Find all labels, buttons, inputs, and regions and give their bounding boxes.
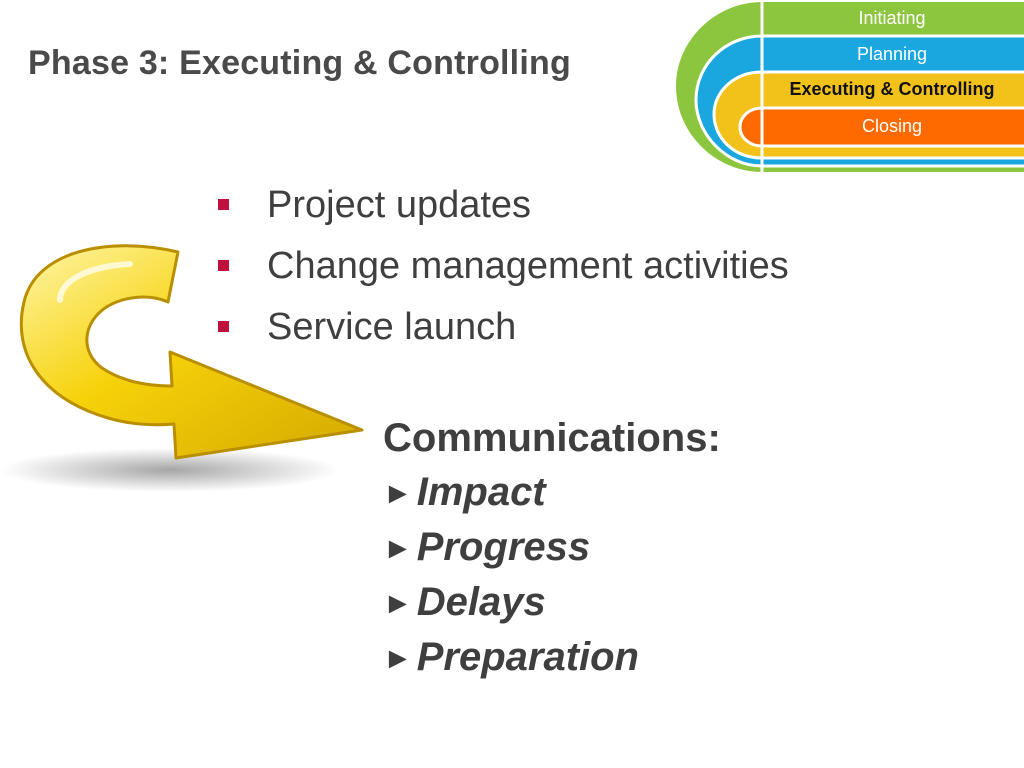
phase-diagram-graphic	[676, 2, 1024, 172]
communications-item-text: Progress	[416, 525, 591, 569]
bullet-item: Change management activities	[218, 241, 789, 302]
bullet-item: Service launch	[218, 302, 789, 363]
phase-label-executing-controlling: Executing & Controlling	[789, 79, 995, 99]
communications-heading: Communications:	[383, 416, 721, 460]
phase-label-initiating: Initiating	[858, 8, 926, 28]
communications-item: ►Progress	[383, 521, 721, 576]
triangle-right-icon: ►	[383, 477, 413, 510]
bullet-square-icon	[218, 321, 229, 332]
communications-item: ►Delays	[383, 576, 721, 631]
communications-item-text: Delays	[416, 580, 546, 624]
bullet-list: Project updates Change management activi…	[218, 180, 789, 363]
bullet-item: Project updates	[218, 180, 789, 241]
yellow-curved-arrow-icon	[0, 244, 364, 492]
triangle-right-icon: ►	[383, 642, 413, 675]
bullet-text: Service launch	[267, 306, 517, 348]
phase-label-planning: Planning	[856, 44, 928, 64]
communications-item: ►Preparation	[383, 631, 721, 686]
slide-title: Phase 3: Executing & Controlling	[28, 44, 571, 82]
phase-arc-closing	[740, 108, 1024, 146]
triangle-right-icon: ►	[383, 587, 413, 620]
bullet-text: Change management activities	[267, 245, 789, 287]
communications-block: Communications: ►Impact ►Progress ►Delay…	[383, 412, 721, 686]
bullet-square-icon	[218, 260, 229, 271]
communications-item-text: Preparation	[416, 635, 639, 679]
communications-item: ►Impact	[383, 466, 721, 521]
communications-item-text: Impact	[416, 470, 546, 514]
phase-label-closing: Closing	[861, 116, 923, 136]
triangle-right-icon: ►	[383, 532, 413, 565]
bullet-text: Project updates	[267, 184, 532, 226]
bullet-square-icon	[218, 199, 229, 210]
